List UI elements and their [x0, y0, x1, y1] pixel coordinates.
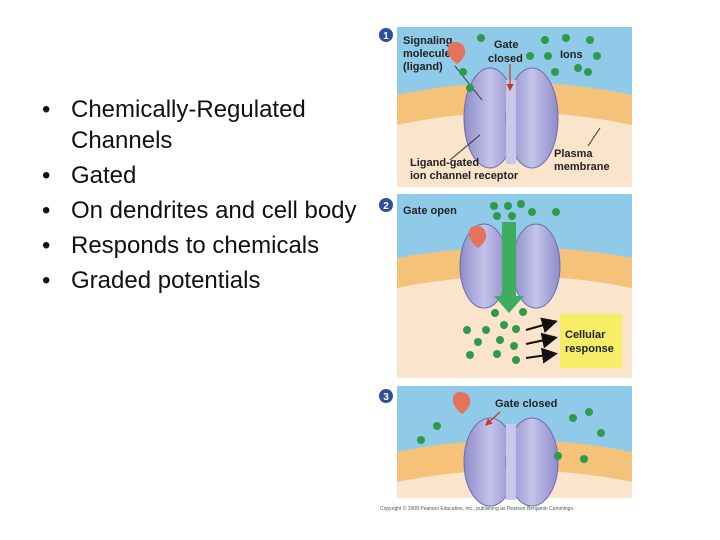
response-arrow: [525, 332, 558, 349]
label-gate-closed: Gate closed: [495, 398, 557, 410]
channel-closed: [463, 67, 559, 169]
panel-3: 3 Gate closed: [379, 386, 632, 507]
bullet-dot: •: [42, 197, 51, 224]
pointer-line: [587, 127, 601, 147]
bullet-dot: •: [42, 267, 51, 294]
pointer-arrow: [485, 411, 501, 426]
step-number-1: 1: [383, 31, 389, 42]
label-signaling: Signaling: [403, 35, 453, 47]
bullet-dot: •: [42, 162, 51, 189]
copyright-text: Copyright © 2008 Pearson Education, Inc.…: [380, 505, 574, 512]
label-cellular: Cellular: [565, 329, 606, 341]
pointer-line: [449, 134, 481, 161]
channel-open: [459, 223, 561, 309]
label-ligand: (ligand): [403, 61, 443, 73]
step-number-2-badge: [379, 198, 393, 212]
bullet-item: • Chemically-Regulated Channels: [40, 94, 360, 156]
label-ligand-gated: Ligand-gated: [410, 157, 479, 169]
panel-1: 1 Signaling molecule (ligand) Gate close…: [379, 27, 632, 187]
response-arrow: [525, 317, 558, 333]
ions-group: [459, 34, 601, 92]
ion-flow-arrow-head: [494, 296, 524, 313]
step-number-1-badge: [379, 28, 393, 42]
ligand-molecule: [468, 226, 487, 248]
bullet-dot: •: [42, 96, 51, 123]
bullet-list: • Chemically-Regulated Channels • Gated • O…: [40, 94, 360, 300]
label-gate: Gate: [494, 39, 518, 51]
bullet-dot: •: [42, 232, 51, 259]
step-number-3-badge: [379, 389, 393, 403]
ions-group: [417, 408, 605, 463]
bullet-text-chemically-regulated: Chemically-Regulated Channels: [71, 96, 306, 154]
label-receptor: ion channel receptor: [410, 170, 519, 182]
bullet-item: • Graded potentials: [40, 265, 360, 296]
label-ions: Ions: [560, 49, 583, 61]
step-number-2: 2: [383, 201, 389, 212]
bullet-text-gated: Gated: [71, 162, 137, 189]
panel-2: 2 Gate open Cellular response: [379, 194, 632, 378]
ion-flow-arrow-shaft: [502, 222, 516, 298]
step-number-3: 3: [383, 392, 389, 403]
ligand-molecule: [452, 392, 471, 414]
label-response: response: [565, 343, 614, 355]
label-closed: closed: [488, 53, 523, 65]
bullet-text-graded: Graded potentials: [71, 267, 261, 294]
bullet-text-responds: Responds to chemicals: [71, 232, 320, 259]
response-arrow: [525, 347, 558, 364]
label-membrane: membrane: [554, 161, 610, 173]
ligand-molecule: [447, 42, 466, 64]
bullet-item: • Responds to chemicals: [40, 230, 360, 261]
bullet-item: • On dendrites and cell body: [40, 195, 360, 226]
ions-group: [463, 200, 560, 364]
channel-closed: [463, 417, 559, 507]
label-molecule: molecule: [403, 48, 451, 60]
bullet-item: • Gated: [40, 160, 360, 191]
label-plasma: Plasma: [554, 148, 593, 160]
bullet-text-dendrites: On dendrites and cell body: [71, 197, 357, 224]
cellular-response-box: [560, 314, 622, 368]
label-gate-open: Gate open: [403, 205, 457, 217]
